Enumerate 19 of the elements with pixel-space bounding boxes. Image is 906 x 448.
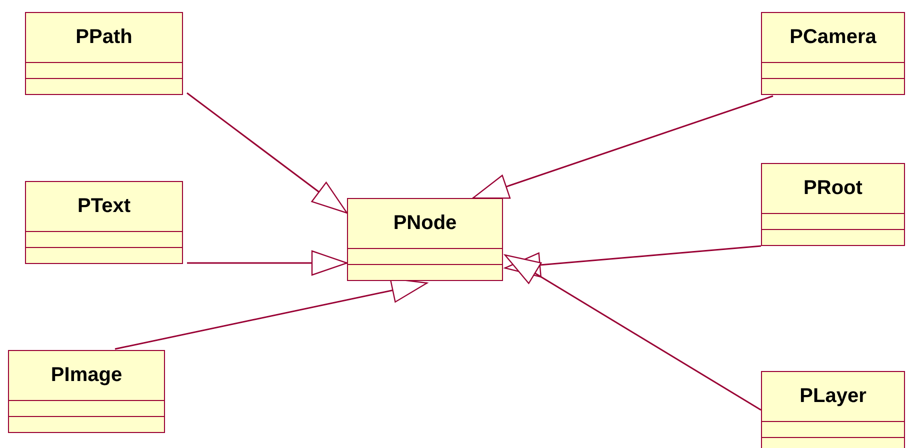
class-name: PImage <box>50 363 124 388</box>
class-box <box>25 12 183 95</box>
inheritance-arrow <box>504 245 762 278</box>
class-box <box>8 350 165 433</box>
class-name: PRoot <box>802 176 864 201</box>
class-box <box>761 371 905 448</box>
class-name: PCamera <box>788 25 878 50</box>
class-box <box>761 163 905 246</box>
inheritance-arrow <box>186 92 348 214</box>
inheritance-arrow <box>472 95 774 199</box>
class-box <box>761 12 905 95</box>
inheritance-arrow <box>187 250 348 276</box>
class-box <box>25 181 183 264</box>
class-name: PPath <box>74 25 134 50</box>
class-name: PNode <box>392 211 458 236</box>
inheritance-arrow <box>504 254 762 411</box>
class-name: PText <box>76 194 132 219</box>
class-box <box>347 198 503 281</box>
class-name: PLayer <box>798 384 868 409</box>
